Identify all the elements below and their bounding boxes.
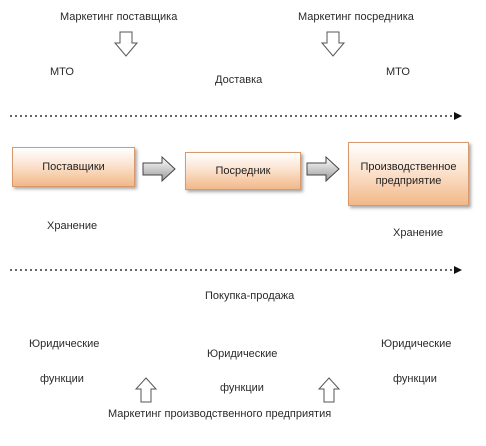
mto-right-label: МТО xyxy=(386,66,410,78)
storage-left-label: Хранение xyxy=(47,220,98,232)
legal-functions-left-line2: функции xyxy=(40,373,84,385)
legal-functions-right-line1: Юридические xyxy=(381,338,452,350)
upper-dotted-flow-arrow xyxy=(10,112,462,120)
legal-functions-mid-line1: Юридические xyxy=(207,348,278,360)
enterprise-marketing-up-arrow-right-icon xyxy=(317,377,341,403)
legal-functions-left-line1: Юридические xyxy=(29,338,100,350)
suppliers-to-intermediary-arrow-icon xyxy=(142,155,176,183)
enterprise-box-label-line1: Производственное xyxy=(360,161,457,173)
intermediary-to-enterprise-arrow-icon xyxy=(306,155,340,183)
storage-right-label: Хранение xyxy=(393,227,444,239)
suppliers-box-label: Поставщики xyxy=(42,161,105,173)
intermediary-box-label: Посредник xyxy=(215,165,271,177)
suppliers-box: Поставщики xyxy=(12,147,135,187)
intermediary-marketing-label: Маркетинг посредника xyxy=(298,11,414,23)
supplier-marketing-label: Маркетинг поставщика xyxy=(60,11,178,23)
enterprise-marketing-up-arrow-left-icon xyxy=(134,377,158,403)
lower-dotted-flow-arrow xyxy=(10,266,462,274)
enterprise-box-label-line2: предприятие xyxy=(375,175,442,187)
supplier-marketing-down-arrow-icon xyxy=(113,31,139,57)
intermediary-marketing-down-arrow-icon xyxy=(320,31,346,57)
enterprise-box: Производственное предприятие xyxy=(348,142,469,206)
mto-left-label: МТО xyxy=(50,66,74,78)
intermediary-box: Посредник xyxy=(185,152,301,190)
legal-functions-right-line2: функции xyxy=(393,373,437,385)
delivery-label: Доставка xyxy=(215,74,263,86)
enterprise-marketing-label: Маркетинг производственного предприятия xyxy=(108,408,332,420)
legal-functions-mid-line2: функции xyxy=(220,382,264,394)
purchase-sale-label: Покупка-продажа xyxy=(205,290,295,302)
